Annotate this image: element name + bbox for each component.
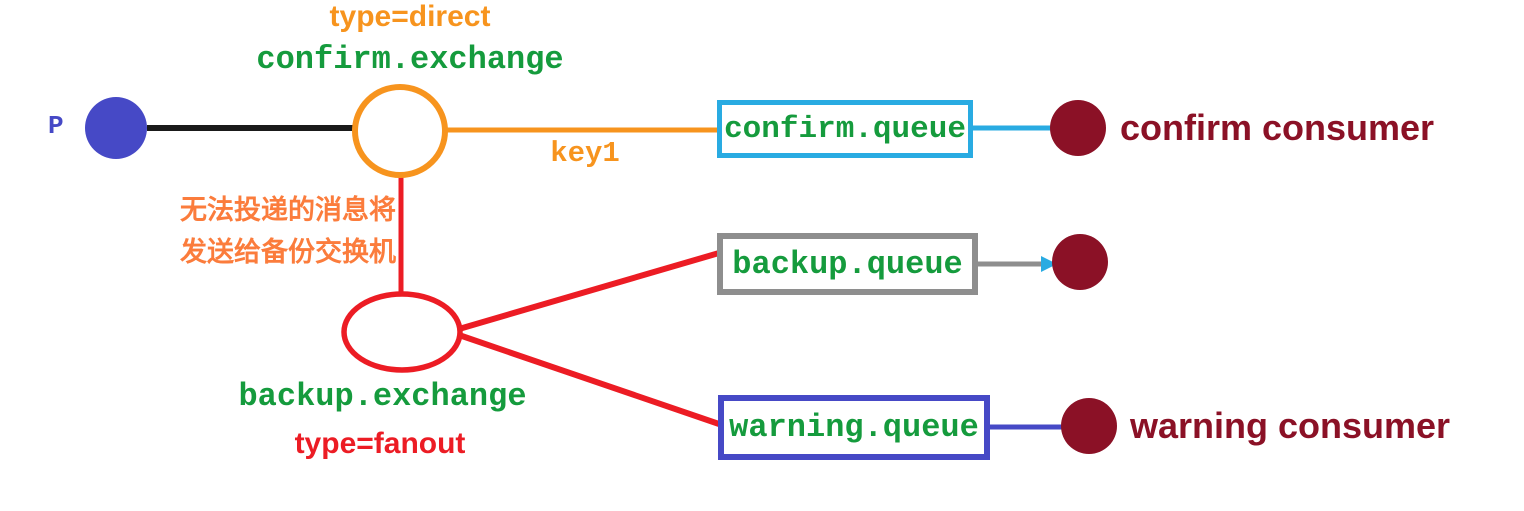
backup-note-line2: 发送给备份交换机 [180, 237, 396, 267]
backup-consumer-node [1052, 234, 1108, 290]
backup-note-line1: 无法投递的消息将 [180, 195, 396, 225]
confirm-queue-box: confirm.queue [717, 100, 973, 158]
confirm-exchange-type-label: type=direct [329, 0, 491, 33]
backup-exchange-name-label: backup.exchange [238, 378, 527, 415]
backup-queue-label: backup.queue [732, 245, 963, 283]
backup-exchange-node [341, 291, 463, 373]
confirm-consumer-node [1050, 100, 1106, 156]
confirm-exchange-name-label: confirm.exchange [256, 41, 564, 78]
confirm-consumer-label: confirm consumer [1120, 107, 1435, 148]
warning-consumer-label: warning consumer [1130, 405, 1451, 446]
routing-key-label: key1 [550, 137, 620, 170]
confirm-exchange-node [352, 84, 448, 178]
backup-exchange-type-label: type=fanout [294, 427, 466, 460]
producer-node [85, 97, 147, 159]
warning-queue-label: warning.queue [729, 409, 979, 446]
warning-consumer-node [1061, 398, 1117, 454]
producer-label: P [48, 111, 64, 141]
warning-queue-box: warning.queue [718, 395, 990, 460]
backup-queue-box: backup.queue [717, 233, 978, 295]
confirm-queue-label: confirm.queue [724, 111, 966, 147]
backup-exchange-to-warning-queue-line [458, 332, 720, 427]
backup-exchange-to-backup-queue-line [458, 250, 720, 332]
backup-line-arrowhead-icon [1041, 256, 1057, 272]
